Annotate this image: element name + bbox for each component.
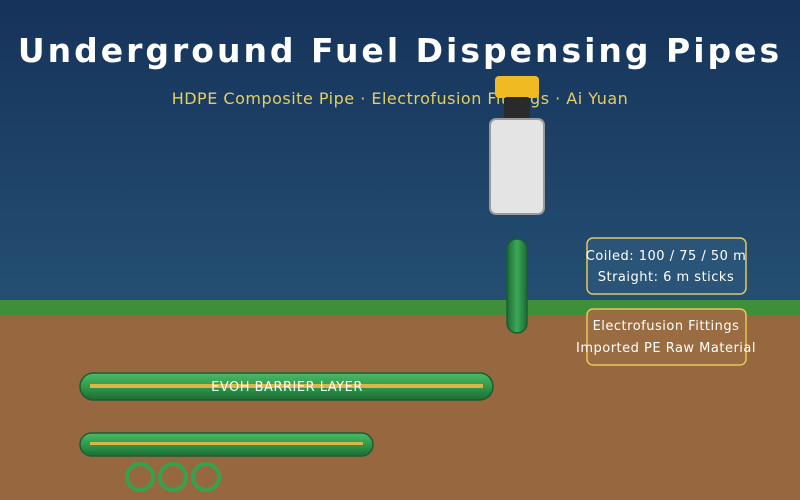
info-box-lengths: Coiled: 100 / 75 / 50 m Straight: 6 m st… [586, 237, 747, 295]
dispenser-body [489, 118, 545, 215]
riser-pipe [506, 238, 528, 334]
info-box-fittings: Electrofusion Fittings Imported PE Raw M… [576, 308, 756, 366]
nozzle-neck [504, 97, 530, 122]
fuel-dispenser [489, 76, 545, 215]
coiled-pipe-rings [125, 462, 221, 492]
info-box-fittings-line1: Electrofusion Fittings [593, 319, 740, 334]
barrier-pipe: EVOH BARRIER LAYER [79, 372, 494, 401]
barrier-pipe-label: EVOH BARRIER LAYER [211, 380, 363, 395]
info-box-lengths-line2: Straight: 6 m sticks [598, 270, 735, 285]
nozzle-yellow-cap [495, 76, 539, 98]
straight-pipe [79, 432, 374, 457]
page-subtitle: HDPE Composite Pipe · Electrofusion Fitt… [172, 89, 629, 108]
coil-ring [158, 462, 188, 492]
info-box-lengths-line1: Coiled: 100 / 75 / 50 m [586, 249, 747, 264]
coil-ring [191, 462, 221, 492]
info-box-fittings-line2: Imported PE Raw Material [576, 341, 756, 356]
page-title: Underground Fuel Dispensing Pipes [18, 31, 782, 70]
evoh-barrier-stripe [90, 384, 483, 388]
coil-ring [125, 462, 155, 492]
straight-pipe-stripe [90, 442, 363, 445]
